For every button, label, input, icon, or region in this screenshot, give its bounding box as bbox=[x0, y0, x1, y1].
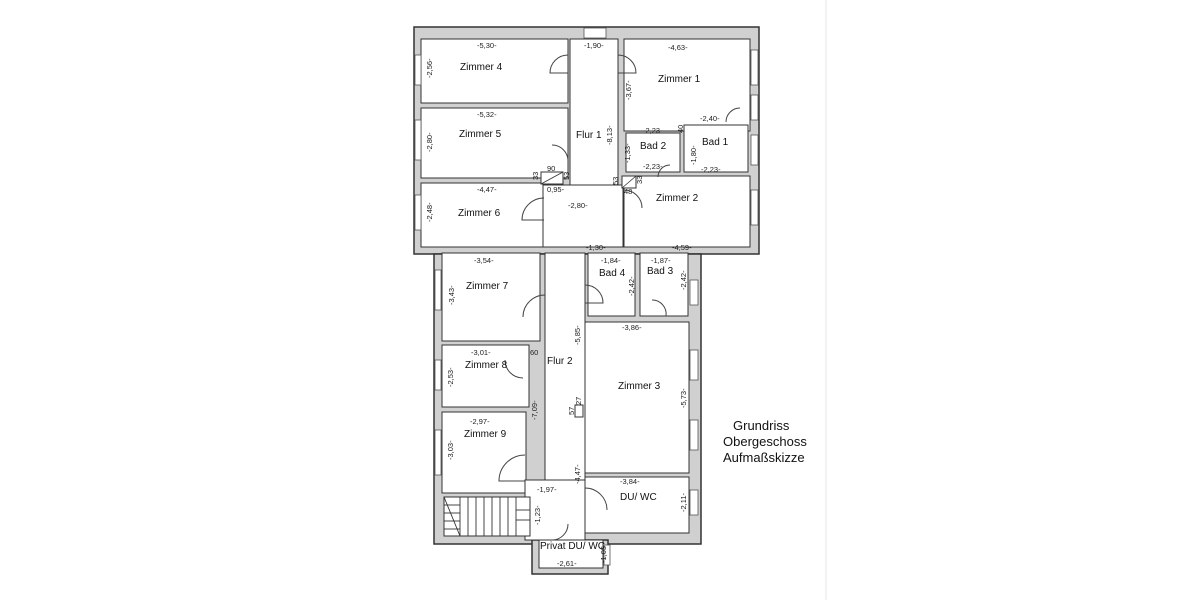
dim-bad1-height: -1,80- bbox=[689, 145, 698, 165]
dim-z4-height: -2,56- bbox=[425, 58, 434, 78]
floor-bad2 bbox=[625, 132, 681, 173]
dim-bad2-width-lower: -2,23- bbox=[643, 162, 663, 171]
room-label-zimmer9: Zimmer 9 bbox=[464, 429, 507, 440]
floor-flur1-lower bbox=[542, 184, 624, 248]
dim-duwc-height: -2,11- bbox=[679, 492, 688, 512]
dim-bad4-width: -1,84- bbox=[601, 256, 621, 265]
dim-bad1-width: -2,40- bbox=[700, 114, 720, 123]
dim-flur2-end: -4,47- bbox=[573, 464, 582, 484]
dim-shaft-right1: 53 bbox=[611, 177, 620, 185]
dim-bad-separator: 40 bbox=[676, 125, 685, 133]
room-label-bad4: Bad 4 bbox=[599, 268, 626, 279]
dim-flur1-top: -1,90- bbox=[584, 41, 604, 50]
dim-z9-height: -3,03- bbox=[446, 440, 455, 460]
dim-privat-height2: -1,05 bbox=[599, 546, 608, 563]
floor-zimmer5 bbox=[420, 107, 569, 179]
room-label-bad2: Bad 2 bbox=[640, 141, 667, 152]
dim-flur2-length: -5,85- bbox=[573, 325, 582, 345]
dim-shaft-depth2: 53 bbox=[562, 172, 571, 180]
room-label-bad1: Bad 1 bbox=[702, 137, 729, 148]
dim-stair-width: -1,97- bbox=[537, 485, 557, 494]
dim-z7-height: -3,43- bbox=[447, 285, 456, 305]
dim-z7-width: -3,54- bbox=[474, 256, 494, 265]
title-block: Grundriss Obergeschoss Aufmaßskizze bbox=[723, 418, 807, 465]
floor-zimmer9 bbox=[441, 411, 527, 494]
dim-shaft-width: 90 bbox=[547, 164, 555, 173]
dim-flur1-width2: -2,80- bbox=[568, 201, 588, 210]
shafts bbox=[540, 171, 637, 418]
dim-z5-width: -5,32- bbox=[477, 110, 497, 119]
floor-zimmer2 bbox=[623, 175, 751, 248]
room-label-flur2: Flur 2 bbox=[547, 356, 573, 367]
room-label-zimmer6: Zimmer 6 bbox=[458, 208, 501, 219]
dim-z6-width: -4,47- bbox=[477, 185, 497, 194]
dim-z3-width: -3,86- bbox=[622, 323, 642, 332]
dimension-labels: -5,30- -2,56- -1,90- -4,63- -3,67- -5,32… bbox=[425, 41, 721, 568]
dim-z2-width: -4,59- bbox=[672, 243, 692, 252]
title-line-2: Obergeschoss bbox=[723, 434, 807, 449]
room-label-zimmer7: Zimmer 7 bbox=[466, 281, 509, 292]
dim-bad1-width-lower: -2,23- bbox=[701, 165, 721, 174]
dim-shaft-depth1: 33 bbox=[531, 172, 540, 180]
dim-z5-height: -2,80- bbox=[425, 132, 434, 152]
dim-z8-gap: 60 bbox=[530, 348, 538, 357]
dim-shaft-right3: 48 bbox=[624, 187, 632, 196]
room-label-zimmer5: Zimmer 5 bbox=[459, 129, 502, 140]
floor-zimmer3 bbox=[584, 321, 690, 474]
floor-zimmer7 bbox=[441, 252, 541, 342]
dim-z3-height: -5,73- bbox=[679, 388, 688, 408]
doors bbox=[498, 54, 741, 541]
dim-privat-height: -1,23- bbox=[533, 505, 542, 525]
dim-z6-height: -2,48- bbox=[425, 202, 434, 222]
floor-zimmer1 bbox=[623, 38, 751, 132]
dim-z1-width: -4,63- bbox=[668, 43, 688, 52]
dim-bad3-height: -2,42- bbox=[679, 270, 688, 290]
floor-bad3 bbox=[639, 252, 689, 317]
dim-flur2-a: 57 bbox=[567, 407, 576, 415]
dim-flur1-length: -8,13- bbox=[605, 125, 614, 145]
dim-shaft-right2: 33 bbox=[635, 176, 644, 184]
room-label-zimmer3: Zimmer 3 bbox=[618, 381, 661, 392]
room-label-flur1: Flur 1 bbox=[576, 130, 602, 141]
floor-zimmer4 bbox=[420, 38, 569, 104]
floor-bad1 bbox=[683, 124, 749, 173]
room-floors bbox=[420, 38, 751, 569]
room-label-privat: Privat DU/ WC bbox=[540, 541, 605, 552]
dim-duwc-width: -3,84- bbox=[620, 477, 640, 486]
room-labels: Zimmer 4 Zimmer 5 Zimmer 6 Flur 1 Zimmer… bbox=[458, 62, 729, 552]
floor-duwc bbox=[584, 476, 690, 534]
dim-privat-width: -2,61- bbox=[557, 559, 577, 568]
room-label-bad3: Bad 3 bbox=[647, 266, 674, 277]
title-line-1: Grundriss bbox=[733, 418, 790, 433]
room-label-zimmer4: Zimmer 4 bbox=[460, 62, 503, 73]
dim-flur-middle: -1,30- bbox=[586, 243, 606, 252]
room-label-zimmer8: Zimmer 8 bbox=[465, 360, 508, 371]
dim-flur2-length2: -7,09- bbox=[530, 400, 539, 420]
room-label-zimmer2: Zimmer 2 bbox=[656, 193, 699, 204]
dim-z9-width: -2,97- bbox=[470, 417, 490, 426]
dim-bad2-height: -1,33- bbox=[623, 143, 632, 163]
floor-zimmer6 bbox=[420, 182, 545, 248]
staircase bbox=[443, 496, 531, 537]
floor-bad4 bbox=[587, 252, 636, 317]
dim-bad3-width: -1,87- bbox=[651, 256, 671, 265]
dim-flur2-b: 27 bbox=[574, 397, 583, 405]
dim-z4-width: -5,30- bbox=[477, 41, 497, 50]
floor-privat bbox=[538, 539, 604, 569]
dim-bad2-width: -2,23- bbox=[643, 126, 663, 135]
title-line-3: Aufmaßskizze bbox=[723, 450, 805, 465]
room-label-zimmer1: Zimmer 1 bbox=[658, 74, 701, 85]
dim-z1-height: -3,67- bbox=[624, 80, 633, 100]
windows bbox=[414, 27, 759, 566]
dim-z8-width: -3,01- bbox=[471, 348, 491, 357]
dim-z8-height: -2,53- bbox=[446, 367, 455, 387]
dim-bad4-height: -2,42- bbox=[627, 276, 636, 296]
room-label-duwc: DU/ WC bbox=[620, 492, 657, 503]
dim-flur1-width: 0,95- bbox=[547, 185, 565, 194]
